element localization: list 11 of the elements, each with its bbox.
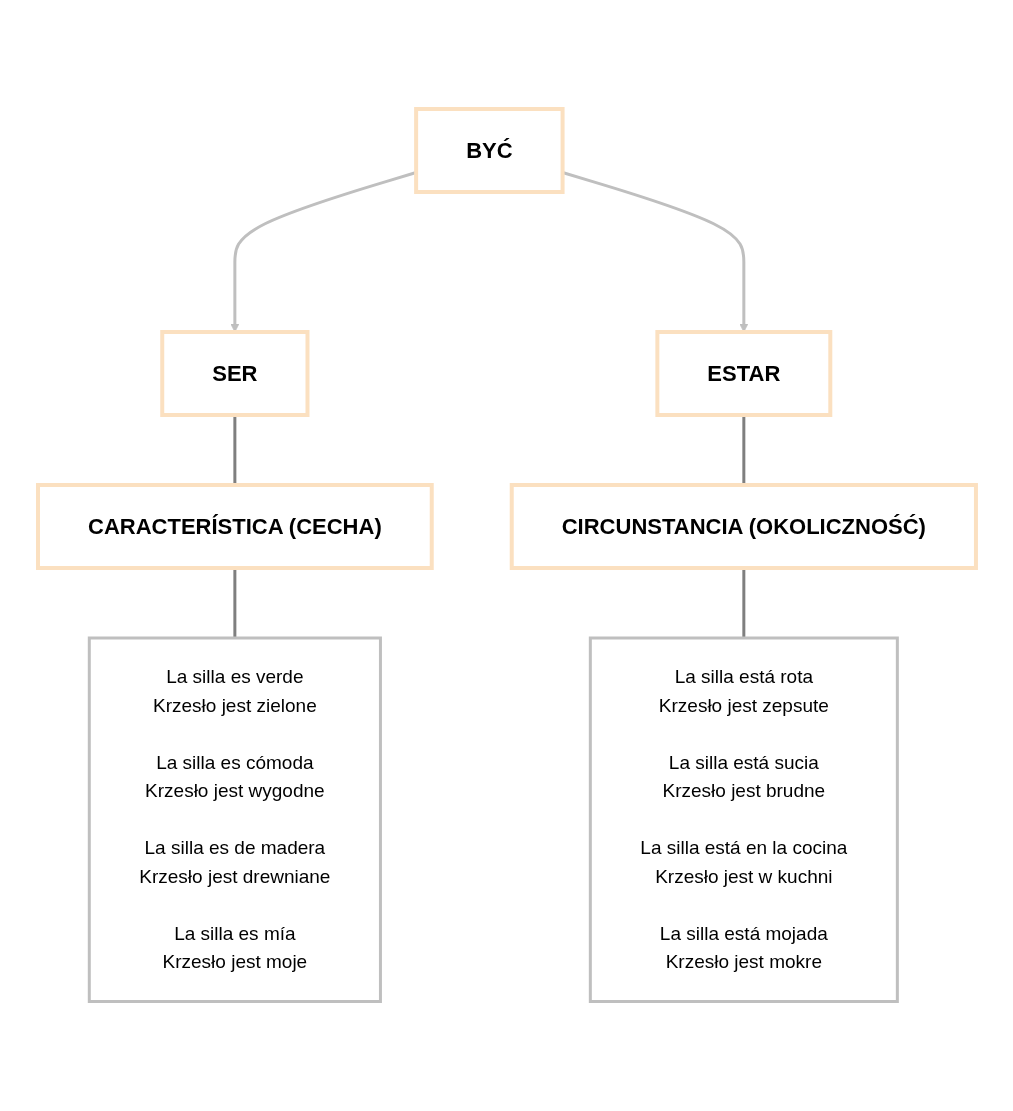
connector	[741, 415, 745, 486]
node-box: La silla es verde Krzesło jest zielone La silla es cómoda Krzesło jest wygodne La silla es de madera Krzesło jest drewniane La silla es mía Krzesło jest moje	[87, 636, 382, 1004]
connector	[232, 415, 236, 486]
node-box: ESTAR	[654, 330, 832, 418]
node-box: BYĆ	[413, 107, 565, 195]
connector	[232, 568, 236, 639]
node-box: CARACTERÍSTICA (CECHA)	[35, 483, 434, 571]
node-box: CIRCUNSTANCIA (OKOLICZNOŚĆ)	[509, 483, 978, 571]
node-box: La silla está rota Krzesło jest zepsute La silla está sucia Krzesło jest brudne La silla está en la cocina Krzesło jest w kuchni La silla está mojada Krzesło jest mokre	[588, 636, 899, 1004]
node-box: SER	[159, 330, 309, 418]
connector	[741, 568, 745, 639]
